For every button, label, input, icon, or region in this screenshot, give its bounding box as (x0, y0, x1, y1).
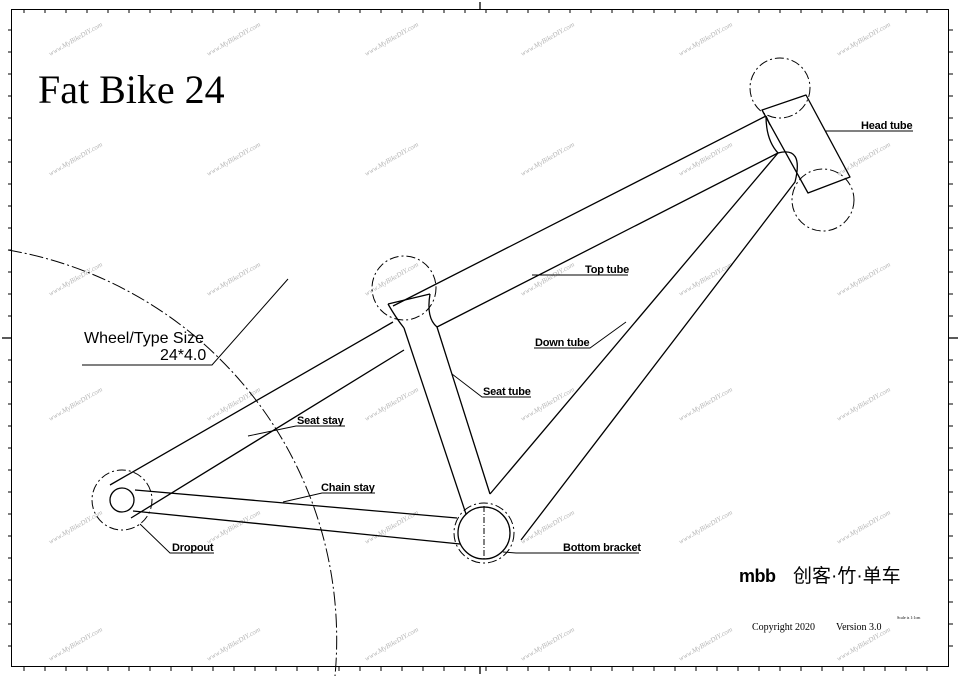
seat-cluster (387, 293, 438, 329)
scale-note: Scale is 1:1cm (897, 615, 921, 620)
watermark-text: www.MyBikeDIY.com (677, 385, 734, 422)
bottom-bracket-outer-circle (453, 502, 515, 564)
seat-tube-cap (387, 293, 431, 305)
top-tube-label: Top tube (585, 264, 629, 276)
watermark-text: www.MyBikeDIY.com (47, 140, 104, 177)
watermark-text: www.MyBikeDIY.com (835, 385, 892, 422)
watermark-text: www.MyBikeDIY.com (47, 385, 104, 422)
watermark-text: www.MyBikeDIY.com (205, 508, 262, 545)
watermark-text: www.MyBikeDIY.com (677, 20, 734, 57)
chain-stay-leader (282, 492, 375, 503)
dropout-hole (109, 487, 135, 513)
watermark-text: www.MyBikeDIY.com (677, 508, 734, 545)
watermark-text: www.MyBikeDIY.com (363, 625, 420, 662)
dropout-leader (139, 523, 214, 554)
down-tube (520, 115, 798, 541)
seat-stay-leader (247, 425, 345, 437)
watermark-text: www.MyBikeDIY.com (363, 20, 420, 57)
down-tube-inner (489, 152, 779, 495)
chain-stay-label: Chain stay (321, 482, 376, 494)
wheel-size-label: Wheel/Type Size (84, 330, 204, 347)
watermark-text: www.MyBikeDIY.com (47, 20, 104, 57)
wheel-size-leader (82, 278, 289, 366)
seat-tube-label: Seat tube (483, 386, 531, 398)
bottom-bracket-label: Bottom bracket (563, 542, 641, 554)
chain-stay (132, 489, 461, 545)
seat-cluster-circle (371, 255, 437, 321)
watermark-text: www.MyBikeDIY.com (677, 140, 734, 177)
wheel-size-annotation: Wheel/Type Size 24*4.0 (82, 278, 289, 366)
watermark-text: www.MyBikeDIY.com (519, 140, 576, 177)
watermark-text: www.MyBikeDIY.com (47, 508, 104, 545)
watermark-text: www.MyBikeDIY.com (519, 20, 576, 57)
watermark-text: www.MyBikeDIY.com (47, 625, 104, 662)
part-labels (139, 130, 913, 554)
head-tube-bottom-circle (791, 168, 855, 232)
seat-stay-label: Seat stay (297, 415, 345, 427)
joint-circles (91, 57, 855, 564)
watermark-text: www.MyBikeDIY.com (835, 140, 892, 177)
seat-tube-leader (451, 373, 531, 398)
version-text: Version 3.0 (836, 622, 882, 633)
watermark-text: www.MyBikeDIY.com (677, 625, 734, 662)
seat-stay (109, 321, 405, 519)
dropout-label: Dropout (172, 542, 214, 554)
wheel-size-value: 24*4.0 (160, 347, 206, 364)
watermark-text: www.MyBikeDIY.com (363, 260, 420, 297)
watermark-text: www.MyBikeDIY.com (205, 140, 262, 177)
down-tube-leader (534, 321, 627, 349)
brand-chinese-name: 创客·竹·单车 (793, 565, 901, 587)
watermark-text: www.MyBikeDIY.com (519, 260, 576, 297)
watermark-text: www.MyBikeDIY.com (205, 385, 262, 422)
watermark-text: www.MyBikeDIY.com (205, 20, 262, 57)
wheel-outline (7, 249, 338, 677)
frame-tubes (109, 94, 851, 560)
watermark-text: www.MyBikeDIY.com (519, 625, 576, 662)
bottom-bracket-leader (502, 551, 639, 554)
watermark-text: www.MyBikeDIY.com (363, 385, 420, 422)
down-tube-label: Down tube (535, 337, 589, 349)
watermark-text: www.MyBikeDIY.com (363, 140, 420, 177)
watermark-text: www.MyBikeDIY.com (835, 260, 892, 297)
drawing-title: Fat Bike 24 (38, 67, 225, 112)
watermark-text: www.MyBikeDIY.com (835, 20, 892, 57)
seat-tube (403, 326, 491, 515)
head-tube-label: Head tube (861, 120, 912, 132)
watermark-text: www.MyBikeDIY.com (519, 508, 576, 545)
copyright-text: Copyright 2020 (752, 622, 815, 633)
watermark-text: www.MyBikeDIY.com (835, 508, 892, 545)
head-tube (761, 94, 851, 194)
watermark-text: www.MyBikeDIY.com (677, 260, 734, 297)
brand-logo: mbb (739, 566, 776, 586)
top-tube (392, 115, 779, 328)
watermark-text: www.MyBikeDIY.com (205, 625, 262, 662)
watermark-text: www.MyBikeDIY.com (205, 260, 262, 297)
dropout-circle (91, 469, 153, 531)
watermark-text: www.MyBikeDIY.com (47, 260, 104, 297)
head-tube-top-circle (749, 57, 811, 119)
